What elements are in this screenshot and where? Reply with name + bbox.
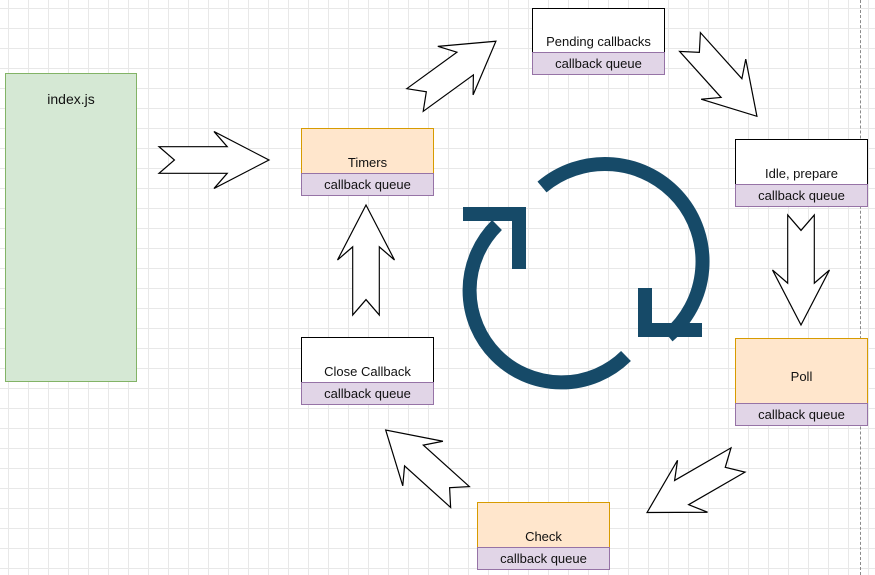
phase-pending-queue-label: callback queue [555,56,642,71]
page-boundary-line [860,0,862,575]
phase-idle-label: Idle, prepare [765,166,838,181]
phase-timers-queue: callback queue [301,173,434,196]
phase-close-label: Close Callback [324,364,411,379]
phase-pending-label: Pending callbacks [546,34,651,49]
index-js-box: index.js [5,73,137,382]
phase-pending-queue: callback queue [532,52,665,75]
phase-close-queue: callback queue [301,382,434,405]
phase-idle-prepare: Idle, prepare callback queue [735,139,868,207]
phase-close-queue-label: callback queue [324,386,411,401]
phase-idle-header: Idle, prepare [735,139,868,185]
arrow-idle-to-poll [771,214,831,326]
phase-idle-queue: callback queue [735,184,868,207]
phase-check-header: Check [477,502,610,548]
phase-poll-header: Poll [735,338,868,404]
arrow-poll-to-check [631,433,754,540]
arrow-pending-to-idle [667,21,780,137]
phase-poll-queue-label: callback queue [758,407,845,422]
arrow-timers-to-pending [396,16,515,125]
phase-check: Check callback queue [477,502,610,570]
phase-timers-label: Timers [347,155,388,170]
phase-check-queue: callback queue [477,547,610,570]
phase-poll: Poll callback queue [735,338,868,426]
phase-poll-queue: callback queue [735,403,868,426]
phase-check-label: Check [525,529,562,544]
phase-timers-header: Timers [301,128,434,174]
arrow-close-to-timers [336,204,396,316]
phase-close-callback: Close Callback callback queue [301,337,434,405]
phase-poll-label: Poll [790,368,813,384]
phase-idle-queue-label: callback queue [758,188,845,203]
arrow-check-to-close [365,407,481,520]
phase-timers: Timers callback queue [301,128,434,196]
phase-pending-callbacks: Pending callbacks callback queue [532,8,665,75]
phase-timers-queue-label: callback queue [324,177,411,192]
phase-check-queue-label: callback queue [500,551,587,566]
index-js-label: index.js [47,91,95,107]
arrow-index-to-timers [158,130,270,190]
refresh-loop-icon [462,157,710,390]
phase-close-header: Close Callback [301,337,434,383]
